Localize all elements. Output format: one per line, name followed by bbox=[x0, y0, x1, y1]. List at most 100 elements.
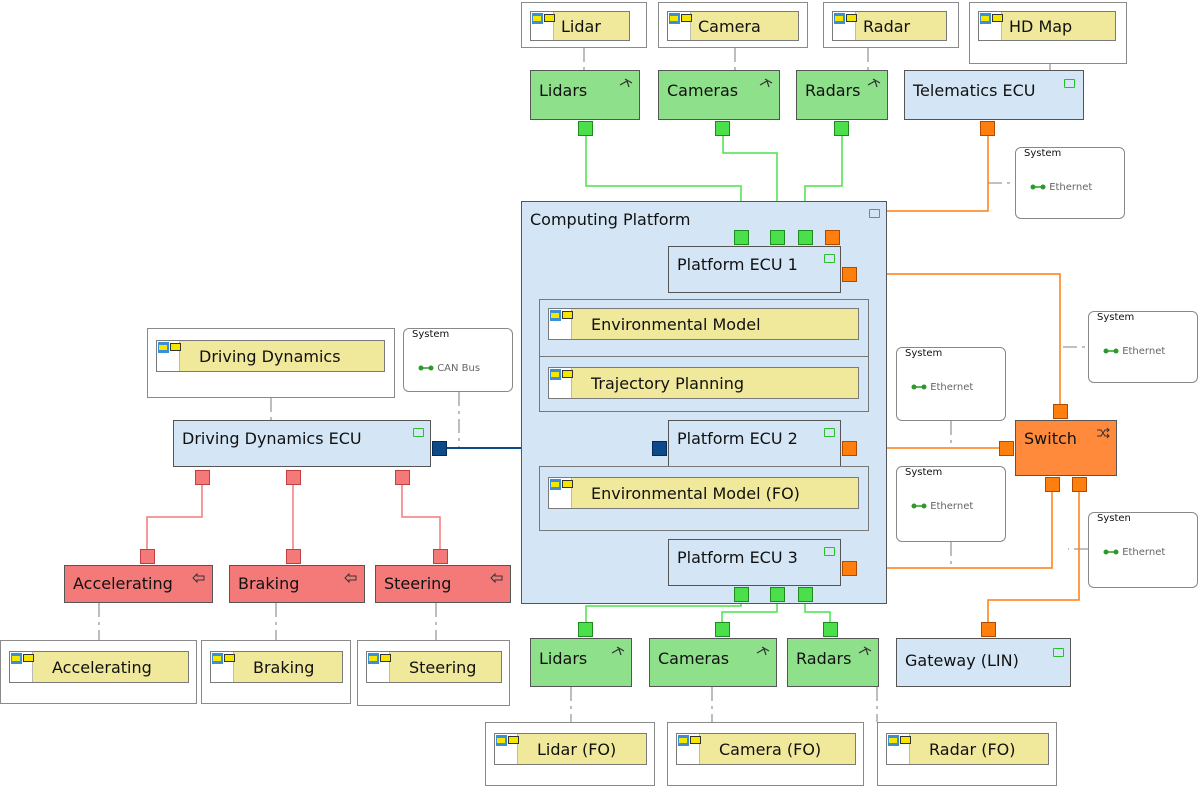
lidars-top-port[interactable] bbox=[578, 121, 593, 136]
switch-gateway-port[interactable] bbox=[1072, 477, 1087, 492]
shuffle-icon bbox=[1097, 427, 1110, 439]
ethernet-entry: Ethernet bbox=[1103, 346, 1165, 357]
driving-dynamics-function-frame[interactable]: Driving Dynamics bbox=[147, 328, 395, 398]
accelerating-actuator[interactable]: Accelerating bbox=[64, 565, 213, 603]
telematics-port[interactable] bbox=[980, 121, 995, 136]
hdmap-function[interactable]: HD Map bbox=[978, 11, 1116, 41]
function-icon bbox=[677, 734, 701, 764]
connector-icon bbox=[911, 503, 927, 509]
function-icon bbox=[531, 12, 555, 40]
braking-function-frame[interactable]: Braking bbox=[201, 640, 351, 704]
radars-top-sensor[interactable]: Radars bbox=[796, 70, 888, 120]
trajectory-planning-function[interactable]: Trajectory Planning bbox=[548, 367, 859, 399]
lidar-fo-function[interactable]: Lidar (FO) bbox=[494, 733, 647, 765]
gateway-lin[interactable]: Gateway (LIN) bbox=[896, 638, 1071, 687]
switch-ecu2-port[interactable] bbox=[999, 441, 1014, 456]
sensor-icon bbox=[756, 646, 770, 656]
braking-port[interactable] bbox=[286, 549, 301, 564]
ecu1-lidar-port[interactable] bbox=[734, 230, 749, 245]
ecu2-switch-port[interactable] bbox=[842, 441, 857, 456]
cameras-bottom-sensor[interactable]: Cameras bbox=[649, 638, 777, 687]
ecu2-can-port[interactable] bbox=[652, 441, 667, 456]
system-ethernet-telematics[interactable]: System Ethernet bbox=[1015, 147, 1125, 219]
accelerating-port[interactable] bbox=[140, 549, 155, 564]
steering-function-frame[interactable]: Steering bbox=[357, 640, 510, 706]
system-title: System bbox=[1024, 148, 1062, 159]
function-icon bbox=[833, 12, 857, 40]
platform-ecu-2[interactable]: Platform ECU 2 bbox=[668, 420, 841, 467]
telematics-ecu[interactable]: Telematics ECU bbox=[904, 70, 1084, 120]
ecu1-camera-port[interactable] bbox=[770, 230, 785, 245]
lidar-function-frame[interactable]: Lidar bbox=[521, 2, 647, 48]
radar-function[interactable]: Radar bbox=[832, 11, 947, 41]
function-icon bbox=[979, 12, 1003, 40]
system-ethernet-gateway[interactable]: Systen Ethernet bbox=[1088, 512, 1198, 588]
dd-steer-port[interactable] bbox=[395, 470, 410, 485]
lidar-function[interactable]: Lidar bbox=[530, 11, 630, 41]
environmental-model-function[interactable]: Environmental Model bbox=[548, 308, 859, 340]
steering-actuator[interactable]: Steering bbox=[375, 565, 511, 603]
braking-actuator-label: Braking bbox=[238, 574, 300, 593]
radars-top-label: Radars bbox=[805, 81, 861, 100]
ecu1-switch-port[interactable] bbox=[842, 267, 857, 282]
accelerating-function-frame[interactable]: Accelerating bbox=[0, 640, 197, 704]
cameras-top-sensor[interactable]: Cameras bbox=[658, 70, 780, 120]
driving-dynamics-function[interactable]: Driving Dynamics bbox=[156, 340, 385, 372]
steering-port[interactable] bbox=[433, 549, 448, 564]
lidar-label: Lidar bbox=[561, 16, 601, 36]
cameras-bottom-port[interactable] bbox=[715, 622, 730, 637]
lidars-top-label: Lidars bbox=[539, 81, 588, 100]
lidars-bottom-sensor[interactable]: Lidars bbox=[530, 638, 632, 687]
braking-actuator[interactable]: Braking bbox=[229, 565, 365, 603]
dd-accel-port[interactable] bbox=[195, 470, 210, 485]
ecu3-camera-port[interactable] bbox=[770, 587, 785, 602]
ecu-icon bbox=[413, 428, 424, 437]
radar-fo-function[interactable]: Radar (FO) bbox=[886, 733, 1049, 765]
lidar-fo-function-frame[interactable]: Lidar (FO) bbox=[485, 722, 655, 786]
environmental-model-fo-function[interactable]: Environmental Model (FO) bbox=[548, 477, 859, 509]
radars-bottom-sensor[interactable]: Radars bbox=[787, 638, 879, 687]
cameras-top-port[interactable] bbox=[715, 121, 730, 136]
system-ethernet-switch[interactable]: System Ethernet bbox=[1088, 311, 1198, 383]
ecu1-radar-port[interactable] bbox=[798, 230, 813, 245]
dd-ecu-can-port[interactable] bbox=[432, 441, 447, 456]
lidars-top-sensor[interactable]: Lidars bbox=[530, 70, 640, 120]
ecu3-radar-port[interactable] bbox=[798, 587, 813, 602]
braking-function[interactable]: Braking bbox=[210, 651, 343, 683]
camera-fo-function[interactable]: Camera (FO) bbox=[676, 733, 856, 765]
can-bus-entry: CAN Bus bbox=[418, 363, 480, 374]
system-can-bus[interactable]: System CAN Bus bbox=[403, 328, 513, 392]
sensor-icon bbox=[759, 78, 773, 88]
switch-ecu1-port[interactable] bbox=[1053, 404, 1068, 419]
switch[interactable]: Switch bbox=[1015, 420, 1117, 476]
connector-icon bbox=[418, 365, 434, 371]
radars-top-port[interactable] bbox=[834, 121, 849, 136]
gateway-port[interactable] bbox=[981, 622, 996, 637]
camera-fo-function-frame[interactable]: Camera (FO) bbox=[667, 722, 864, 786]
camera-function[interactable]: Camera bbox=[667, 11, 799, 41]
connector-icon bbox=[911, 384, 927, 390]
driving-dynamics-ecu[interactable]: Driving Dynamics ECU bbox=[173, 420, 431, 467]
hdmap-function-frame[interactable]: HD Map bbox=[969, 2, 1127, 64]
radars-bottom-port[interactable] bbox=[823, 622, 838, 637]
lidars-bottom-port[interactable] bbox=[578, 622, 593, 637]
dd-brake-port[interactable] bbox=[286, 470, 301, 485]
system-title: System bbox=[905, 467, 943, 478]
system-ethernet-ecu2[interactable]: System Ethernet bbox=[896, 347, 1006, 421]
driving-dynamics-label: Driving Dynamics bbox=[199, 346, 341, 366]
platform-ecu-1[interactable]: Platform ECU 1 bbox=[668, 246, 841, 293]
ecu3-lidar-port[interactable] bbox=[734, 587, 749, 602]
switch-ecu3-port[interactable] bbox=[1045, 477, 1060, 492]
ecu3-switch-port[interactable] bbox=[842, 561, 857, 576]
accelerating-function[interactable]: Accelerating bbox=[9, 651, 189, 683]
camera-function-frame[interactable]: Camera bbox=[658, 2, 808, 48]
radar-function-frame[interactable]: Radar bbox=[823, 2, 959, 48]
system-ethernet-ecu3[interactable]: System Ethernet bbox=[896, 466, 1006, 542]
platform-ecu-3[interactable]: Platform ECU 3 bbox=[668, 539, 841, 586]
radar-fo-label: Radar (FO) bbox=[929, 739, 1016, 759]
steering-function[interactable]: Steering bbox=[366, 651, 502, 683]
gateway-label: Gateway (LIN) bbox=[905, 651, 1019, 670]
ecu1-telematics-port[interactable] bbox=[825, 230, 840, 245]
radar-fo-function-frame[interactable]: Radar (FO) bbox=[877, 722, 1057, 786]
ecu-icon bbox=[824, 428, 835, 437]
